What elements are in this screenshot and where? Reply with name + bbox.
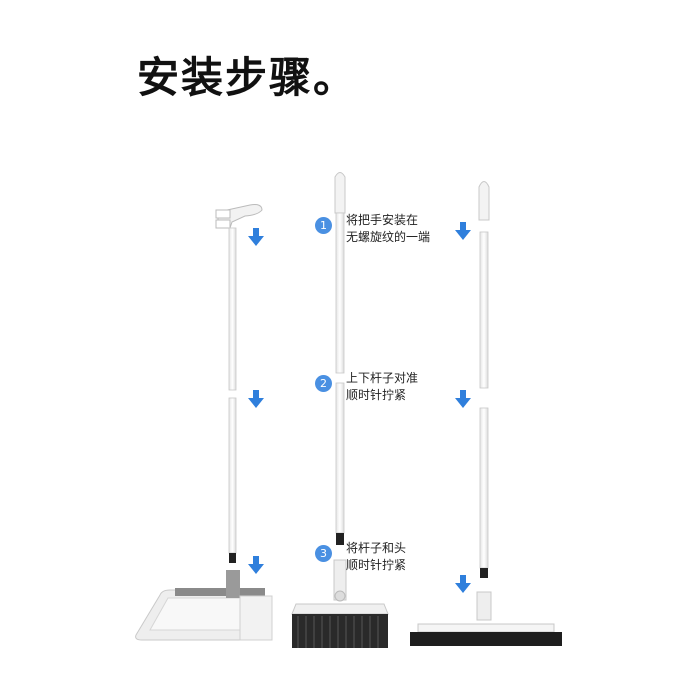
down-arrow-icon bbox=[455, 575, 471, 593]
step-2-line-1: 上下杆子对准 bbox=[346, 371, 419, 385]
down-arrow-icon bbox=[455, 390, 471, 408]
step-1: 1 将把手安装在 无螺旋纹的一端 bbox=[315, 212, 430, 246]
down-arrow-icon bbox=[248, 228, 264, 246]
step-number-badge: 3 bbox=[315, 545, 332, 562]
down-arrow-icon bbox=[455, 222, 471, 240]
squeegee-set bbox=[410, 181, 562, 646]
down-arrow-icon bbox=[248, 390, 264, 408]
step-1-line-2: 无螺旋纹的一端 bbox=[346, 230, 431, 244]
step-2: 2 上下杆子对准 顺时针拧紧 bbox=[315, 370, 418, 404]
dustpan-set bbox=[135, 204, 273, 641]
step-2-line-2: 顺时针拧紧 bbox=[346, 388, 407, 402]
down-arrow-icon bbox=[248, 556, 264, 574]
step-3: 3 将杆子和头 顺时针拧紧 bbox=[315, 540, 406, 574]
step-1-line-1: 将把手安装在 bbox=[346, 213, 419, 227]
step-number-badge: 1 bbox=[315, 217, 332, 234]
step-number-badge: 2 bbox=[315, 375, 332, 392]
step-3-line-1: 将杆子和头 bbox=[346, 541, 407, 555]
step-3-line-2: 顺时针拧紧 bbox=[346, 558, 407, 572]
broom-set bbox=[291, 172, 389, 648]
page-title: 安装步骤。 bbox=[137, 53, 358, 102]
